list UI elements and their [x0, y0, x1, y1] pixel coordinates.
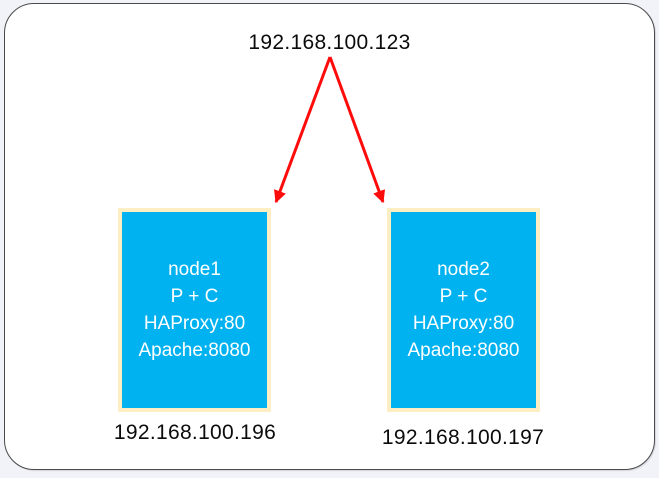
- node-apache-port: Apache:8080: [138, 340, 251, 361]
- node-apache-port: Apache:8080: [407, 340, 520, 361]
- node-haproxy-port: HAProxy:80: [143, 313, 246, 334]
- virtual-ip-label: 192.168.100.123: [248, 31, 411, 54]
- node1-box: node1 P + C HAProxy:80 Apache:8080: [118, 208, 271, 412]
- node-haproxy-port: HAProxy:80: [412, 313, 515, 334]
- node2-box: node2 P + C HAProxy:80 Apache:8080: [387, 208, 540, 412]
- node-roles: P + C: [439, 286, 488, 307]
- node1-ip-label: 192.168.100.196: [113, 421, 277, 444]
- node-name: node2: [437, 259, 490, 280]
- node-name: node1: [168, 259, 221, 280]
- slide-frame: [4, 3, 655, 470]
- node2-ip-label: 192.168.100.197: [381, 426, 545, 449]
- node-roles: P + C: [170, 286, 219, 307]
